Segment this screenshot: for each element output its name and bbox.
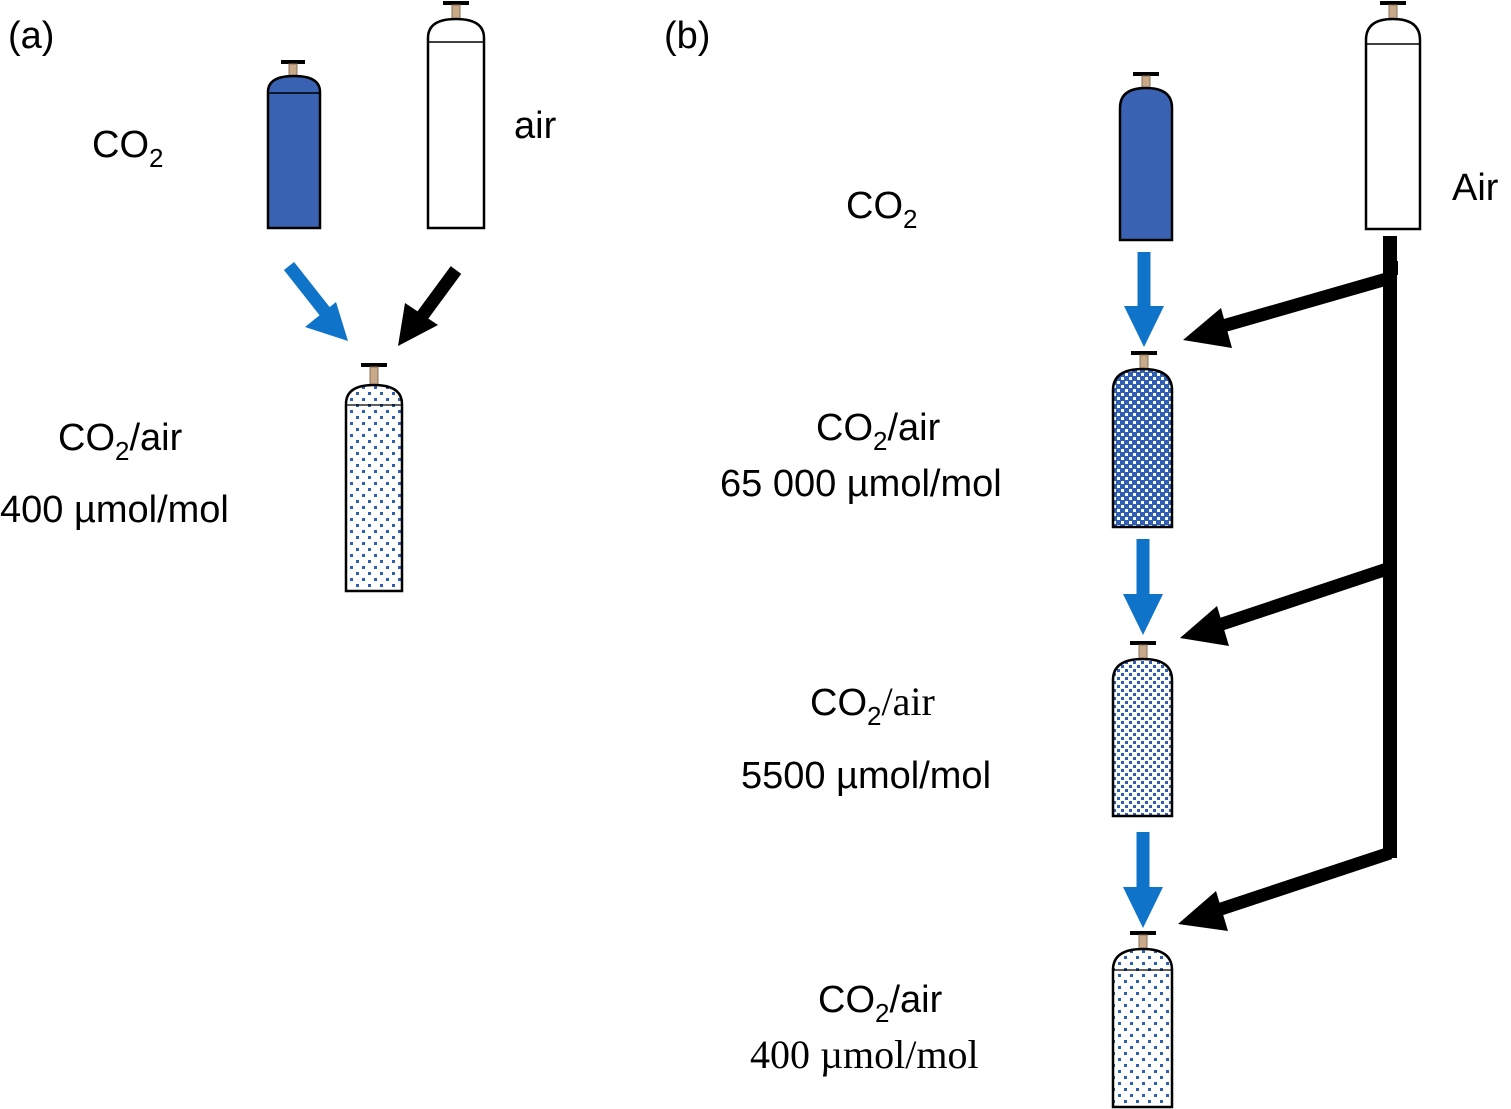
- stage3-cylinder: [1111, 931, 1174, 1109]
- panel-b-label: (b): [664, 15, 710, 57]
- black-arrow-b-2: [1180, 561, 1393, 646]
- black-arrow-b-1: [1183, 271, 1392, 348]
- stage3-label: CO2/air: [818, 979, 943, 1028]
- blue-arrow-b-1: [1124, 252, 1164, 347]
- stage1-label: CO2/air: [816, 407, 941, 456]
- stage1-conc: 65 000 µmol/mol: [720, 463, 1002, 505]
- mix-label-a: CO2/air: [58, 417, 183, 466]
- air-label-a: air: [514, 105, 557, 147]
- blue-arrow-b-3: [1123, 832, 1163, 928]
- co2-label-a: CO2: [92, 124, 163, 173]
- black-arrow-a: [398, 266, 462, 346]
- stage1-cylinder: [1111, 351, 1174, 529]
- co2-cylinder-b: [1118, 72, 1174, 242]
- stage2-cylinder: [1111, 641, 1174, 818]
- blue-arrow-a: [283, 261, 348, 341]
- air-cylinder-a: [426, 1, 486, 230]
- black-arrow-b-3: [1178, 846, 1393, 931]
- blue-arrow-b-2: [1123, 539, 1163, 635]
- air-supply-line: [1383, 236, 1398, 858]
- mix-conc-a: 400 µmol/mol: [0, 489, 229, 531]
- air-cylinder-b: [1364, 1, 1422, 231]
- stage3-conc: 400 µmol/mol: [750, 1032, 979, 1077]
- stage2-conc: 5500 µmol/mol: [741, 755, 991, 797]
- panel-a-label: (a): [8, 15, 54, 57]
- air-label-b: Air: [1452, 167, 1499, 209]
- mix-cylinder-a: [344, 363, 404, 593]
- stage2-label: CO2/air: [810, 679, 935, 731]
- co2-label-b: CO2: [846, 185, 917, 234]
- co2-cylinder-a: [266, 60, 322, 230]
